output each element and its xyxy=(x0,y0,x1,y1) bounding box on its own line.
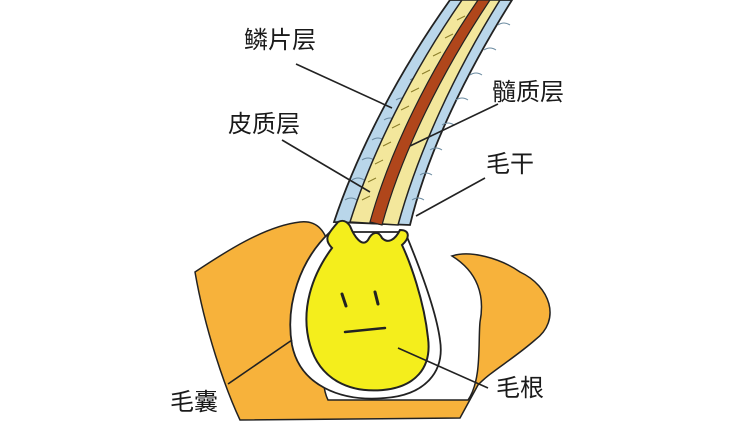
label-follicle: 毛囊 xyxy=(170,388,218,416)
leader-cuticle xyxy=(295,63,393,109)
cortex-fibres xyxy=(361,15,466,201)
right-eye xyxy=(373,290,380,306)
mouth xyxy=(343,326,387,334)
leader-medulla xyxy=(409,103,499,147)
leader-shaft xyxy=(415,177,486,217)
label-shaft: 毛干 xyxy=(486,150,534,178)
leader-root xyxy=(397,347,489,389)
follicle-tissue xyxy=(194,221,551,421)
label-root: 毛根 xyxy=(496,374,544,402)
medulla-layer xyxy=(369,0,491,226)
label-medulla: 髓质层 xyxy=(492,78,564,106)
label-cortex: 皮质层 xyxy=(228,110,300,138)
leader-cortex xyxy=(281,139,371,193)
label-cuticle: 鳞片层 xyxy=(244,26,316,54)
leader-follicle xyxy=(227,339,293,385)
left-eye xyxy=(340,292,348,308)
